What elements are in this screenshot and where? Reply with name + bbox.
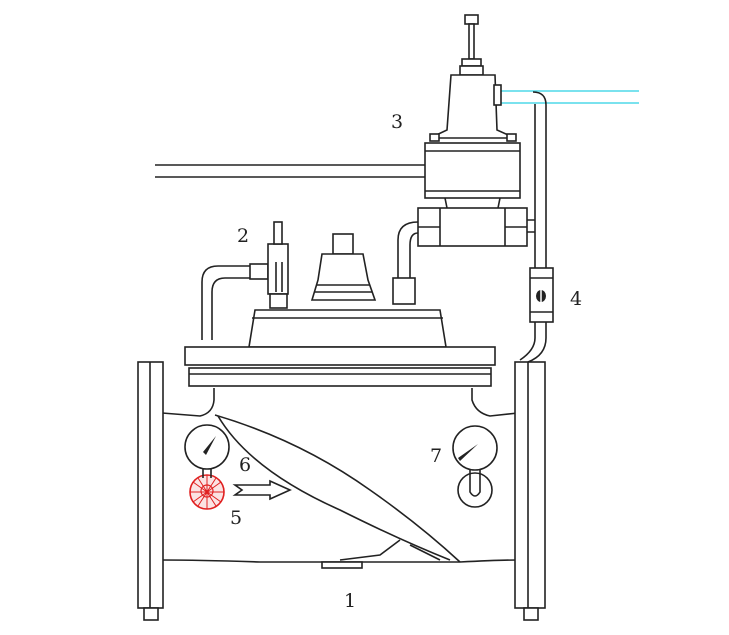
label-strainer: 5 xyxy=(230,507,242,529)
label-needle-valve: 2 xyxy=(237,225,249,247)
ball-valve xyxy=(529,267,554,323)
label-pilot-valve: 3 xyxy=(391,111,403,133)
main-valve-body xyxy=(137,361,546,621)
outlet-gauge xyxy=(452,425,498,508)
needle-valve xyxy=(201,221,289,340)
bonnet xyxy=(184,233,496,387)
strainer xyxy=(189,469,225,510)
label-main-valve: 1 xyxy=(344,590,356,612)
label-outlet-gauge: 7 xyxy=(430,445,442,467)
label-ball-valve: 4 xyxy=(570,288,582,310)
pilot-pipe xyxy=(155,164,425,178)
pilot-valve xyxy=(417,14,528,247)
control-tubing xyxy=(397,91,547,363)
inlet-gauge xyxy=(184,424,230,470)
sensing-line xyxy=(500,90,639,104)
flow-arrow-icon xyxy=(232,479,292,501)
label-inlet-gauge: 6 xyxy=(239,454,251,476)
